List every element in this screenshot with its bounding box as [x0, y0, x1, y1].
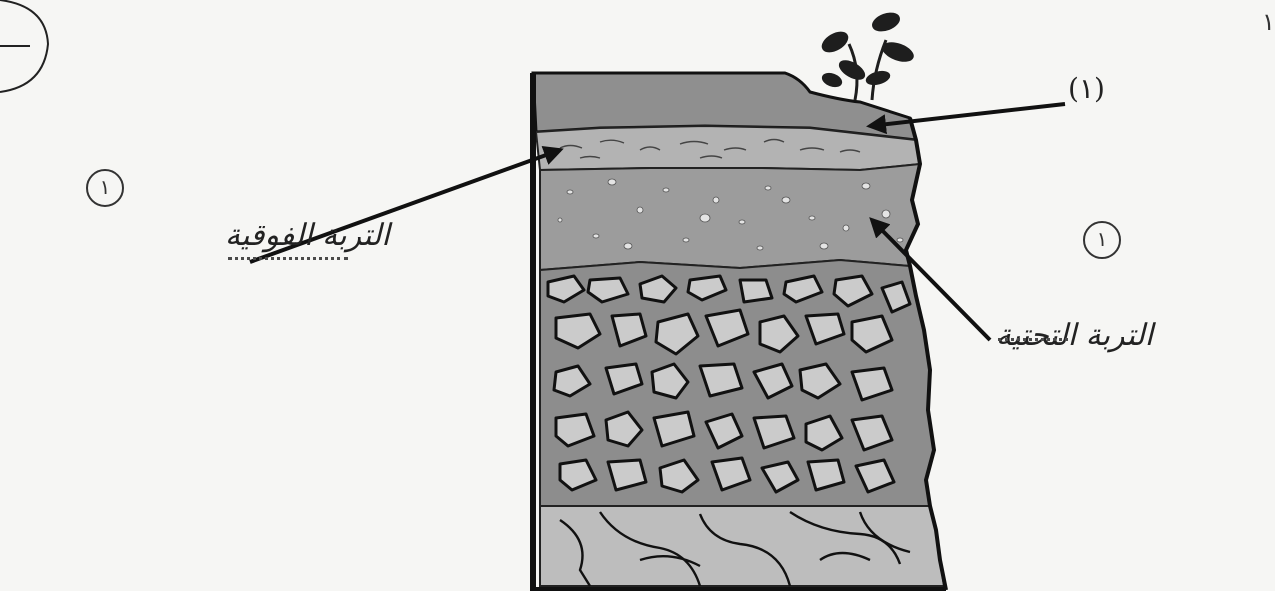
label-topsoil-answer: التربة الفوقية — [225, 218, 390, 253]
plant-icon — [819, 10, 916, 100]
score-circle-left: ١ — [86, 169, 124, 207]
soil-block — [533, 73, 946, 590]
corner-mark: ١ — [1262, 8, 1275, 36]
label-subsoil-answer: التربة التحتية — [996, 318, 1153, 353]
answer-dotted-line-right — [998, 338, 1068, 341]
score-circle-right: ١ — [1083, 221, 1121, 259]
layer-subsoil — [540, 164, 920, 270]
layer-bedrock — [540, 506, 944, 586]
answer-dotted-line-left — [228, 257, 348, 260]
label-number-one: (١) — [1068, 72, 1105, 105]
